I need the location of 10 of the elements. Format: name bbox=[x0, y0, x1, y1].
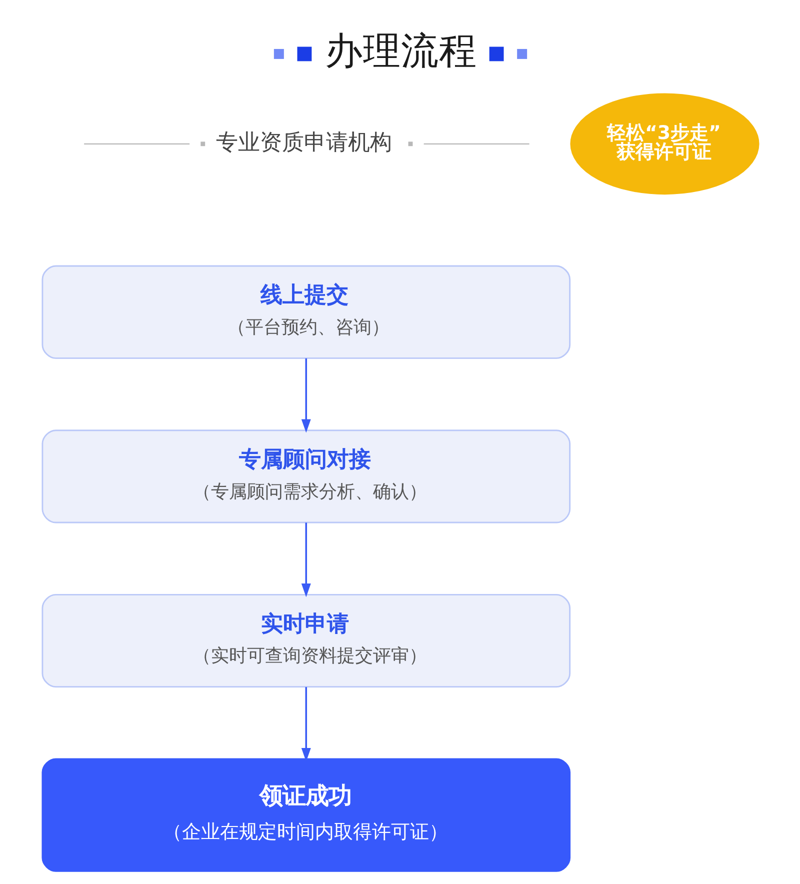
arrow bbox=[300, 358, 310, 433]
node-box: 领证成功 （企业在规定时间内取得许可证） bbox=[41, 758, 570, 872]
arrow bbox=[300, 687, 310, 762]
diagram-title: 办理流程 bbox=[324, 28, 476, 73]
node-box: 专属顾问对接 （专属顾问需求分析、确认） bbox=[41, 430, 570, 524]
label: 专业资质申请机构 bbox=[216, 129, 392, 156]
arrow bbox=[300, 522, 310, 598]
node-box: 线上提交 （平台预约、咨询） bbox=[41, 265, 570, 359]
node-ellipse: 轻松“3步走”获得许可证 bbox=[570, 93, 759, 195]
node-box: 实时申请 （实时可查询资料提交评审） bbox=[41, 594, 570, 688]
